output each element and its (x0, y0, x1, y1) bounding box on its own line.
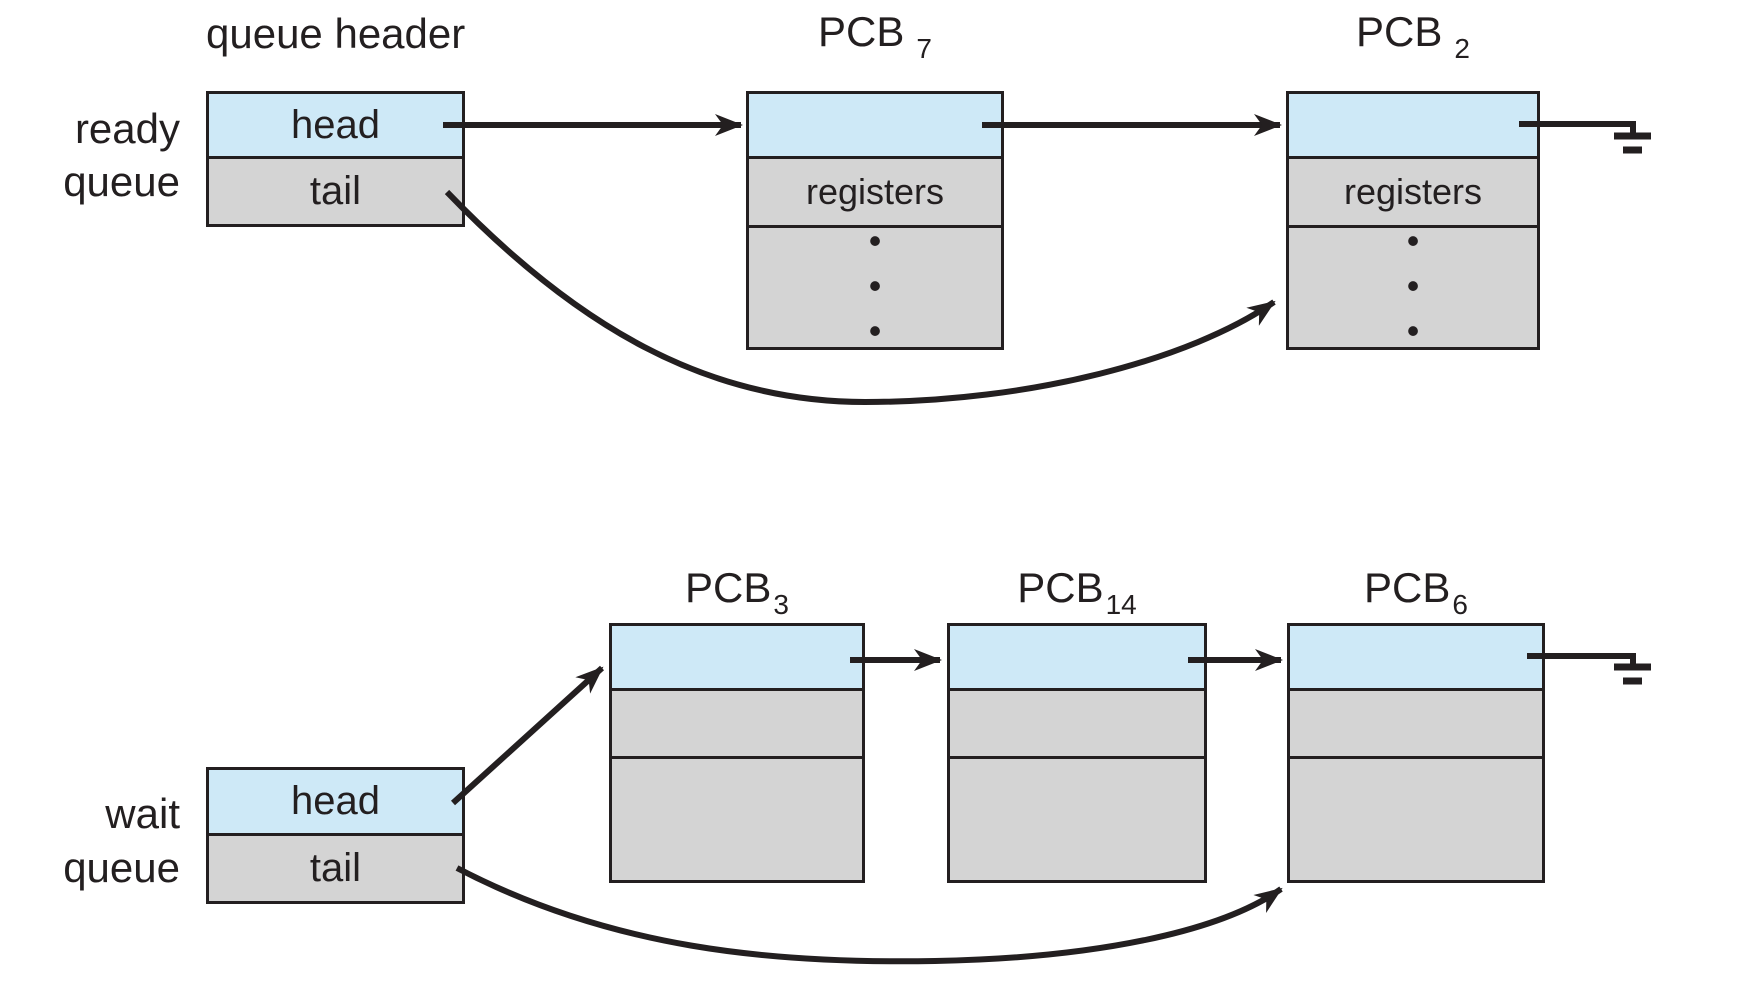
wait-queue-tail-cell: tail (206, 833, 465, 904)
pcb2-title-base: PCB (1356, 8, 1443, 55)
pcb6-title-base: PCB (1364, 564, 1451, 611)
pcb7-body-cell: • • • (746, 220, 1004, 351)
pcb3-link-cell (609, 623, 865, 691)
pcb6-mid-cell (1287, 688, 1545, 759)
wait-queue-head-cell: head (206, 767, 465, 836)
pcb2-title-subscript: 2 (1454, 33, 1470, 64)
pcb6-link-cell (1287, 623, 1545, 691)
queue-header-caption: queue header (206, 10, 466, 57)
pcb2-body-cell: • • • (1286, 220, 1540, 351)
wait-queue-label-line2: queue (63, 844, 180, 891)
pcb7-title-base: PCB (818, 8, 905, 55)
pcb3-title-base: PCB (685, 564, 772, 611)
pcb7-title-subscript: 7 (916, 33, 932, 64)
ready-queue-header-box: head tail (206, 91, 465, 227)
null-pointer-symbol-wait (1527, 653, 1651, 685)
ready-queue-label-line1: ready (74, 105, 180, 152)
pcb7-link-cell (746, 91, 1004, 159)
pcb3-mid-cell (609, 688, 865, 759)
pcb2-link-cell (1286, 91, 1540, 159)
pcb6-title: PCB6 (1287, 564, 1545, 621)
pcb7-vertical-ellipsis: • • • (868, 220, 882, 351)
pcb6-body-cell (1287, 756, 1545, 883)
pcb6-title-subscript: 6 (1452, 589, 1468, 620)
arrow-wait-head-to-pcb3 (450, 665, 605, 806)
ready-queue-label: ready queue (30, 102, 180, 208)
pcb14-box (947, 623, 1207, 883)
pcb6-box (1287, 623, 1545, 883)
pcb3-title-subscript: 3 (773, 589, 789, 620)
ready-queue-label-line2: queue (63, 158, 180, 205)
pcb14-body-cell (947, 756, 1207, 883)
pcb2-vertical-ellipsis: • • • (1406, 220, 1420, 351)
pcb3-body-cell (609, 756, 865, 883)
pcb3-box (609, 623, 865, 883)
pcb2-box: registers • • • (1286, 91, 1540, 351)
pcb14-title: PCB14 (947, 564, 1207, 621)
ready-queue-head-cell: head (206, 91, 465, 159)
pcb2-title: PCB 2 (1286, 8, 1540, 65)
pcb14-link-cell (947, 623, 1207, 691)
pcb14-title-subscript: 14 (1105, 589, 1137, 620)
pcb14-title-base: PCB (1017, 564, 1104, 611)
pcb7-box: registers • • • (746, 91, 1004, 351)
wait-queue-label: wait queue (30, 787, 180, 895)
pcb14-mid-cell (947, 688, 1207, 759)
wait-queue-header-box: head tail (206, 767, 465, 904)
wait-queue-label-line1: wait (105, 790, 180, 837)
pcb3-title: PCB3 (609, 564, 865, 621)
ready-queue-tail-cell: tail (206, 156, 465, 227)
pcb7-title: PCB 7 (746, 8, 1004, 65)
